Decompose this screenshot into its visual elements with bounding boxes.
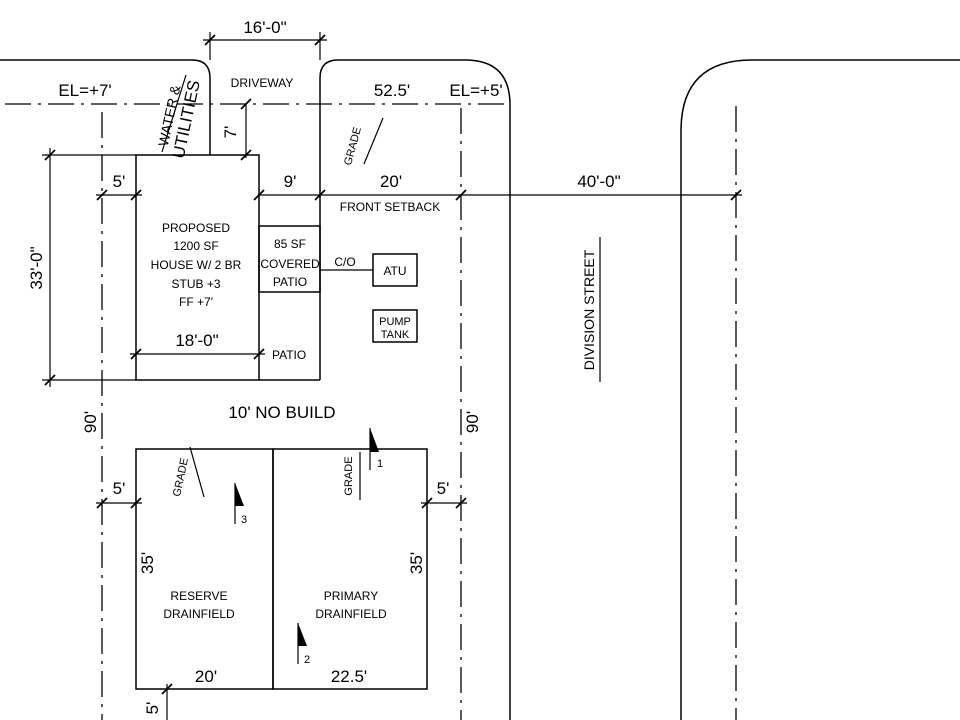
dim-35-right: 35' [407, 552, 426, 574]
atu-label: ATU [383, 264, 406, 278]
grade-arrow-left [189, 446, 205, 498]
svg-text:RESERVE: RESERVE [170, 589, 227, 603]
driveway-label: DRIVEWAY [231, 76, 294, 90]
no-build-label: 10' NO BUILD [228, 403, 335, 422]
covered-patio-label: 85 SF COVERED PATIO [260, 237, 320, 289]
grade-arrow-top [363, 117, 384, 165]
svg-text:DRAINFIELD: DRAINFIELD [163, 607, 235, 621]
reserve-drainfield-label: RESERVE DRAINFIELD [163, 589, 235, 621]
dim-5-mid-left: 5' [113, 479, 126, 498]
primary-drainfield-label: PRIMARY DRAINFIELD [315, 589, 387, 621]
dim-5-mid-right: 5' [437, 479, 450, 498]
patio-label: PATIO [272, 348, 306, 362]
svg-text:STUB +3: STUB +3 [171, 277, 220, 291]
dim-18: 18'-0" [175, 331, 218, 350]
flag-marker-3: 3 [234, 483, 247, 526]
svg-text:COVERED: COVERED [260, 257, 320, 271]
pump-tank-box [372, 309, 418, 343]
grade-label-mid: GRADE [343, 456, 355, 495]
front-setback-label: FRONT SETBACK [340, 200, 440, 214]
curb-line-top-left [0, 59, 211, 155]
flag-marker-2: 2 [297, 623, 310, 666]
dim-5-top: 5' [113, 172, 126, 191]
dim-90-right: 90' [463, 411, 482, 433]
svg-text:DRAINFIELD: DRAINFIELD [315, 607, 387, 621]
svg-text:3: 3 [241, 514, 247, 526]
dim-20-top: 20' [380, 172, 402, 191]
primary-drainfield [272, 448, 428, 690]
curb-line-top-mid [319, 59, 511, 720]
atu-box [372, 253, 418, 287]
dim-22-5: 22.5' [331, 667, 367, 686]
dim-40: 40'-0" [577, 172, 620, 191]
svg-text:1200 SF: 1200 SF [173, 239, 218, 253]
division-street-label: DIVISION STREET [581, 249, 597, 370]
svg-text:HOUSE W/ 2 BR: HOUSE W/ 2 BR [151, 258, 242, 272]
svg-text:TANK: TANK [381, 329, 410, 341]
grade-label-top: GRADE [342, 126, 364, 167]
dim-7: 7' [221, 126, 240, 139]
elevation-left: EL=+7' [58, 81, 111, 100]
dim-35-left: 35' [138, 552, 157, 574]
cleanout-label: C/O [334, 255, 355, 269]
dim-33: 33'-0" [27, 246, 46, 289]
dim-52-5: 52.5' [374, 81, 410, 100]
svg-text:PUMP: PUMP [379, 316, 411, 328]
water-utilities-label: WATER & UTILITIES [155, 79, 204, 161]
svg-text:PRIMARY: PRIMARY [324, 589, 378, 603]
dim-20-bottom: 20' [195, 667, 217, 686]
svg-text:PATIO: PATIO [273, 275, 307, 289]
pump-tank-label: PUMP TANK [379, 316, 411, 341]
svg-text:85 SF: 85 SF [274, 237, 306, 251]
dim-driveway-width: 16'-0" [243, 18, 286, 37]
grade-label-left: GRADE [171, 457, 191, 498]
dim-90-left: 90' [81, 411, 100, 433]
svg-text:1: 1 [377, 458, 383, 470]
dim-5-bottom: 5' [143, 702, 162, 715]
house-label: PROPOSED 1200 SF HOUSE W/ 2 BR STUB +3 F… [151, 221, 242, 309]
elevation-right: EL=+5' [449, 81, 502, 100]
svg-text:PROPOSED: PROPOSED [162, 221, 230, 235]
svg-text:2: 2 [304, 654, 310, 666]
dim-9: 9' [284, 172, 297, 191]
svg-text:FF +7': FF +7' [179, 295, 213, 309]
covered-patio [258, 225, 321, 293]
curb-line-right [680, 59, 960, 720]
flag-marker-1: 1 [369, 428, 383, 470]
